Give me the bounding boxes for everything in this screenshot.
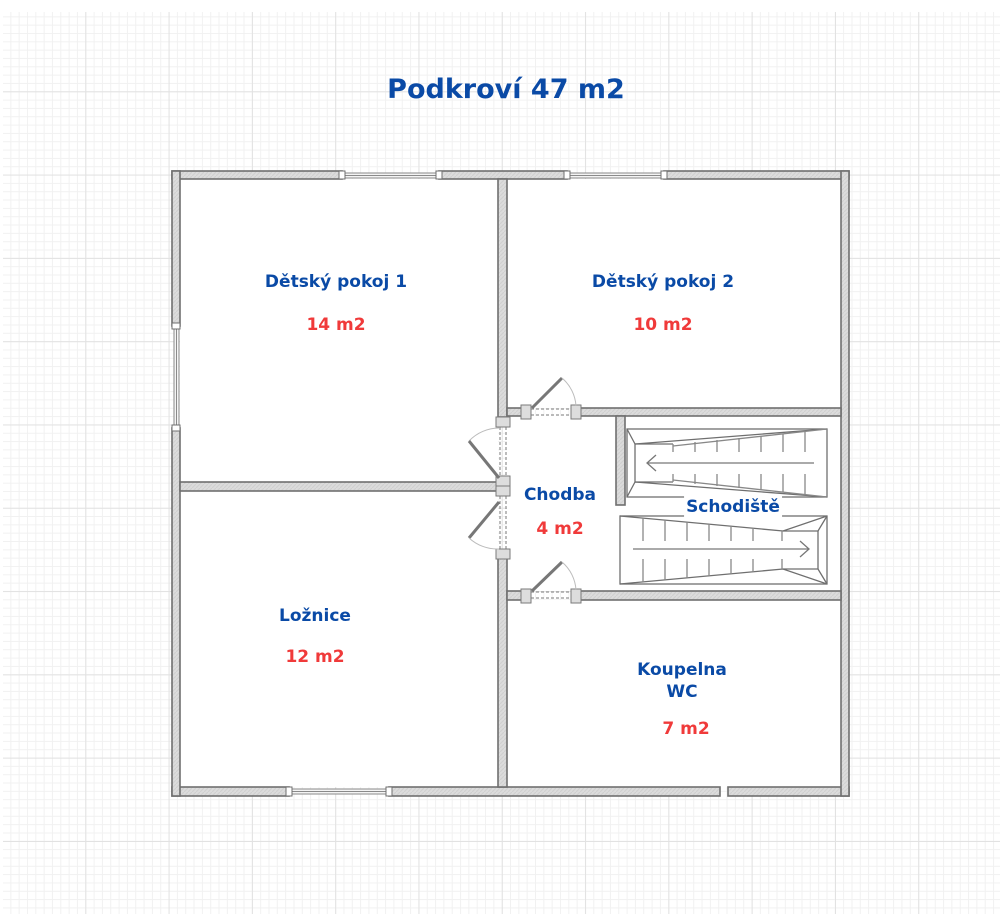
door-bedroom	[467, 485, 511, 560]
room-name-bedroom: Ložnice	[279, 606, 351, 626]
room-area-bathroom: 7 m2	[662, 719, 710, 739]
wall-bottom-1	[171, 786, 290, 797]
wall-right	[840, 170, 850, 797]
room-area-corridor: 4 m2	[536, 519, 584, 539]
wall-bottom-2	[388, 786, 721, 797]
doors	[467, 376, 582, 604]
window-bottom-left	[285, 786, 393, 797]
room-name-corridor: Chodba	[523, 485, 597, 505]
room-area-kids-1: 14 m2	[306, 315, 366, 335]
windows	[171, 170, 668, 797]
window-left	[171, 322, 181, 432]
room-name-bathroom: Koupelna	[637, 660, 727, 680]
wall-h-upper	[577, 407, 842, 417]
room-name-kids-1: Dětský pokoj 1	[264, 272, 408, 292]
wall-left-2	[171, 427, 181, 797]
wall-top-1	[171, 170, 343, 180]
room-name-kids-2: Dětský pokoj 2	[591, 272, 735, 292]
wall-mid-v-1	[497, 178, 508, 418]
wall-top-3	[663, 170, 850, 180]
wall-left-1	[171, 170, 181, 327]
wall-top-2	[438, 170, 568, 180]
window-top-right	[563, 170, 668, 180]
window-top-left	[338, 170, 443, 180]
stair-flight-lower	[619, 515, 828, 585]
room-floors	[180, 179, 841, 787]
wall-mid-v-2	[497, 555, 508, 788]
door-kids-room-2	[520, 376, 582, 420]
door-bathroom	[520, 560, 582, 604]
wall-stair-divider	[615, 415, 626, 506]
stair-flight-upper	[626, 428, 828, 498]
room-name-staircase: Schodiště	[684, 496, 782, 518]
staircase	[619, 428, 828, 585]
page-title: Podkroví 47 m2	[387, 74, 625, 105]
wall-h-lower	[577, 590, 842, 601]
room-area-bedroom: 12 m2	[285, 647, 345, 667]
wall-bottom-3	[727, 786, 850, 797]
room-area-kids-2: 10 m2	[633, 315, 693, 335]
wall-h-left	[179, 481, 499, 492]
room-name-bathroom-line2: WC	[666, 682, 698, 702]
